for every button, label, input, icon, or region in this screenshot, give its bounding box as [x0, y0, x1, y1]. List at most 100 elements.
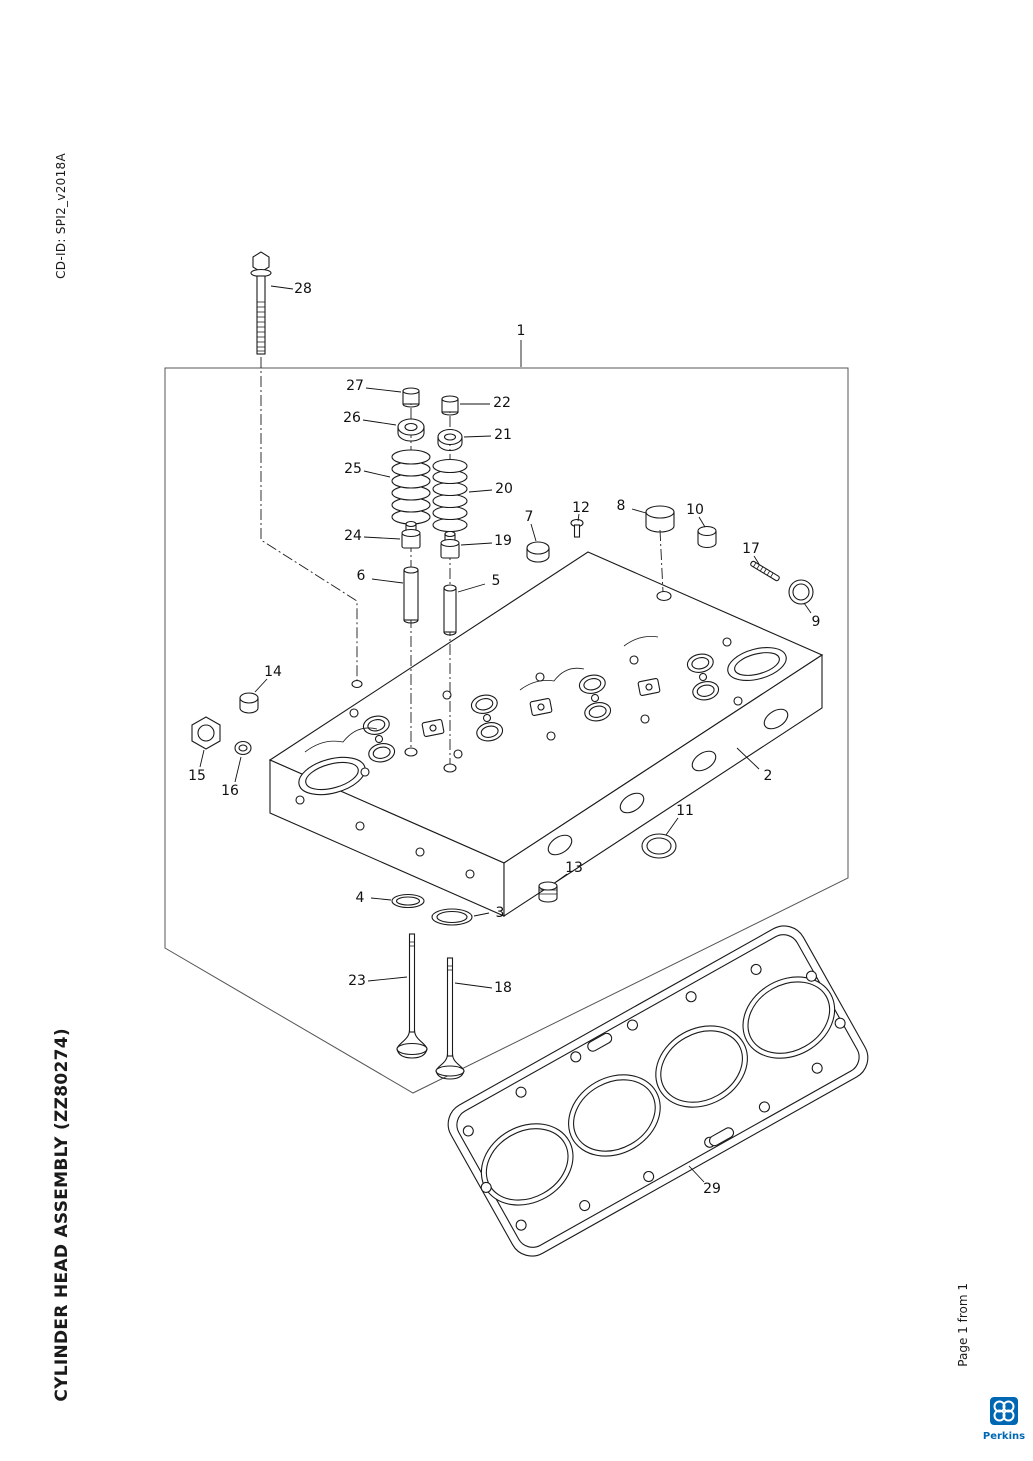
callout-leader-5: [457, 583, 486, 593]
callout-12: 12: [572, 500, 590, 516]
callout-leader-8: [631, 508, 647, 514]
valve-18: [435, 957, 465, 1080]
valve-guide-6: [403, 566, 419, 624]
callout-leader-9: [803, 602, 812, 614]
callout-16: 16: [221, 783, 239, 799]
callout-25: 25: [344, 461, 362, 477]
perkins-logo-icon: [990, 1397, 1018, 1425]
callout-15: 15: [188, 768, 206, 784]
callout-8: 8: [617, 498, 626, 514]
callout-leader-27: [365, 387, 402, 393]
head-end-openings: [298, 647, 787, 796]
callout-17: 17: [742, 541, 760, 557]
callout-leader-11: [665, 817, 679, 836]
callout-leader-17: [753, 555, 760, 565]
washer-16: [234, 740, 252, 756]
spring-retainer-26: [397, 418, 425, 442]
callout-leader-6: [371, 578, 404, 584]
lower-small-parts: [391, 833, 677, 926]
callout-leader-16: [234, 756, 242, 783]
head-casting-detail: [304, 636, 659, 753]
callout-21: 21: [494, 427, 512, 443]
tappet-cap-7: [526, 541, 550, 563]
core-plug-11: [641, 833, 677, 859]
callout-22: 22: [493, 395, 511, 411]
seat-ring-3: [431, 908, 473, 926]
head-gasket: [447, 925, 869, 1257]
callout-20: 20: [495, 481, 513, 497]
callout-leader-19: [460, 542, 493, 546]
round-plug-9: [788, 579, 814, 605]
callout-leader-29: [688, 1165, 705, 1183]
cap-14: [239, 692, 259, 714]
callout-leader-7: [530, 523, 537, 542]
callout-14: 14: [264, 664, 282, 680]
callout-18: 18: [494, 980, 512, 996]
valve-cap-22: [441, 395, 459, 416]
head-front-ports: [295, 708, 789, 879]
valve-train-left: [391, 387, 431, 624]
callout-leader-26: [362, 419, 397, 426]
cylinder-head-body: [268, 551, 824, 918]
callout-leader-20: [468, 489, 493, 493]
callout-10: 10: [686, 502, 704, 518]
callout-11: 11: [676, 803, 694, 819]
hex-plug-15: [191, 716, 221, 750]
plug-13: [538, 881, 558, 903]
top-small-parts: [526, 505, 814, 605]
callout-23: 23: [348, 973, 366, 989]
valve-cap-27: [402, 387, 420, 408]
callout-3: 3: [496, 905, 505, 921]
perkins-logo-text: Perkins: [982, 1431, 1026, 1442]
callout-leader-23: [367, 976, 408, 982]
callout-leader-10: [698, 516, 706, 528]
callout-1: 1: [517, 323, 526, 339]
head-bolt-holes: [349, 637, 743, 777]
cylinder-head-bolt: [250, 251, 272, 355]
callout-29: 29: [703, 1181, 721, 1197]
seat-ring-4: [391, 893, 425, 909]
callout-leader-14: [254, 678, 268, 693]
valve-guide-5: [443, 584, 457, 636]
head-pedestals: [421, 678, 661, 737]
callout-26: 26: [343, 410, 361, 426]
callout-leader-25: [363, 470, 391, 478]
valve-stem-seal-24: [401, 520, 421, 549]
valve-spring-25: [391, 449, 431, 525]
callout-4: 4: [356, 890, 365, 906]
valve-stem-seal-19: [440, 530, 460, 559]
callout-27: 27: [346, 378, 364, 394]
valve-train-right: [432, 395, 468, 636]
callout-leader-28: [270, 285, 294, 290]
callout-leader-4: [370, 897, 392, 901]
callout-9: 9: [812, 614, 821, 630]
spring-retainer-21: [437, 428, 463, 452]
callout-leader-15: [199, 749, 205, 768]
callout-layer: 1234567891011121314151617181920212223242…: [188, 281, 820, 1197]
gasket-holes: [462, 963, 846, 1231]
callout-leader-3: [473, 912, 490, 917]
callout-19: 19: [494, 533, 512, 549]
callout-leader-13: [555, 873, 568, 883]
callout-2: 2: [764, 768, 773, 784]
callout-7: 7: [525, 509, 534, 525]
callout-leader-24: [363, 536, 401, 540]
valve-spring-20: [432, 458, 468, 533]
plug-10: [697, 525, 717, 549]
left-small-parts: [191, 692, 259, 756]
callout-leader-21: [463, 435, 492, 438]
head-valve-ports: [362, 653, 720, 763]
screw-12: [570, 518, 584, 538]
cup-plug-8: [645, 505, 675, 533]
stud-17: [750, 560, 780, 582]
valve-23: [396, 933, 428, 1059]
callout-28: 28: [294, 281, 312, 297]
callout-13: 13: [565, 860, 583, 876]
callout-6: 6: [357, 568, 366, 584]
callout-leader-18: [454, 982, 493, 989]
callout-5: 5: [492, 573, 501, 589]
callout-24: 24: [344, 528, 362, 544]
figure-border: [164, 367, 849, 1094]
